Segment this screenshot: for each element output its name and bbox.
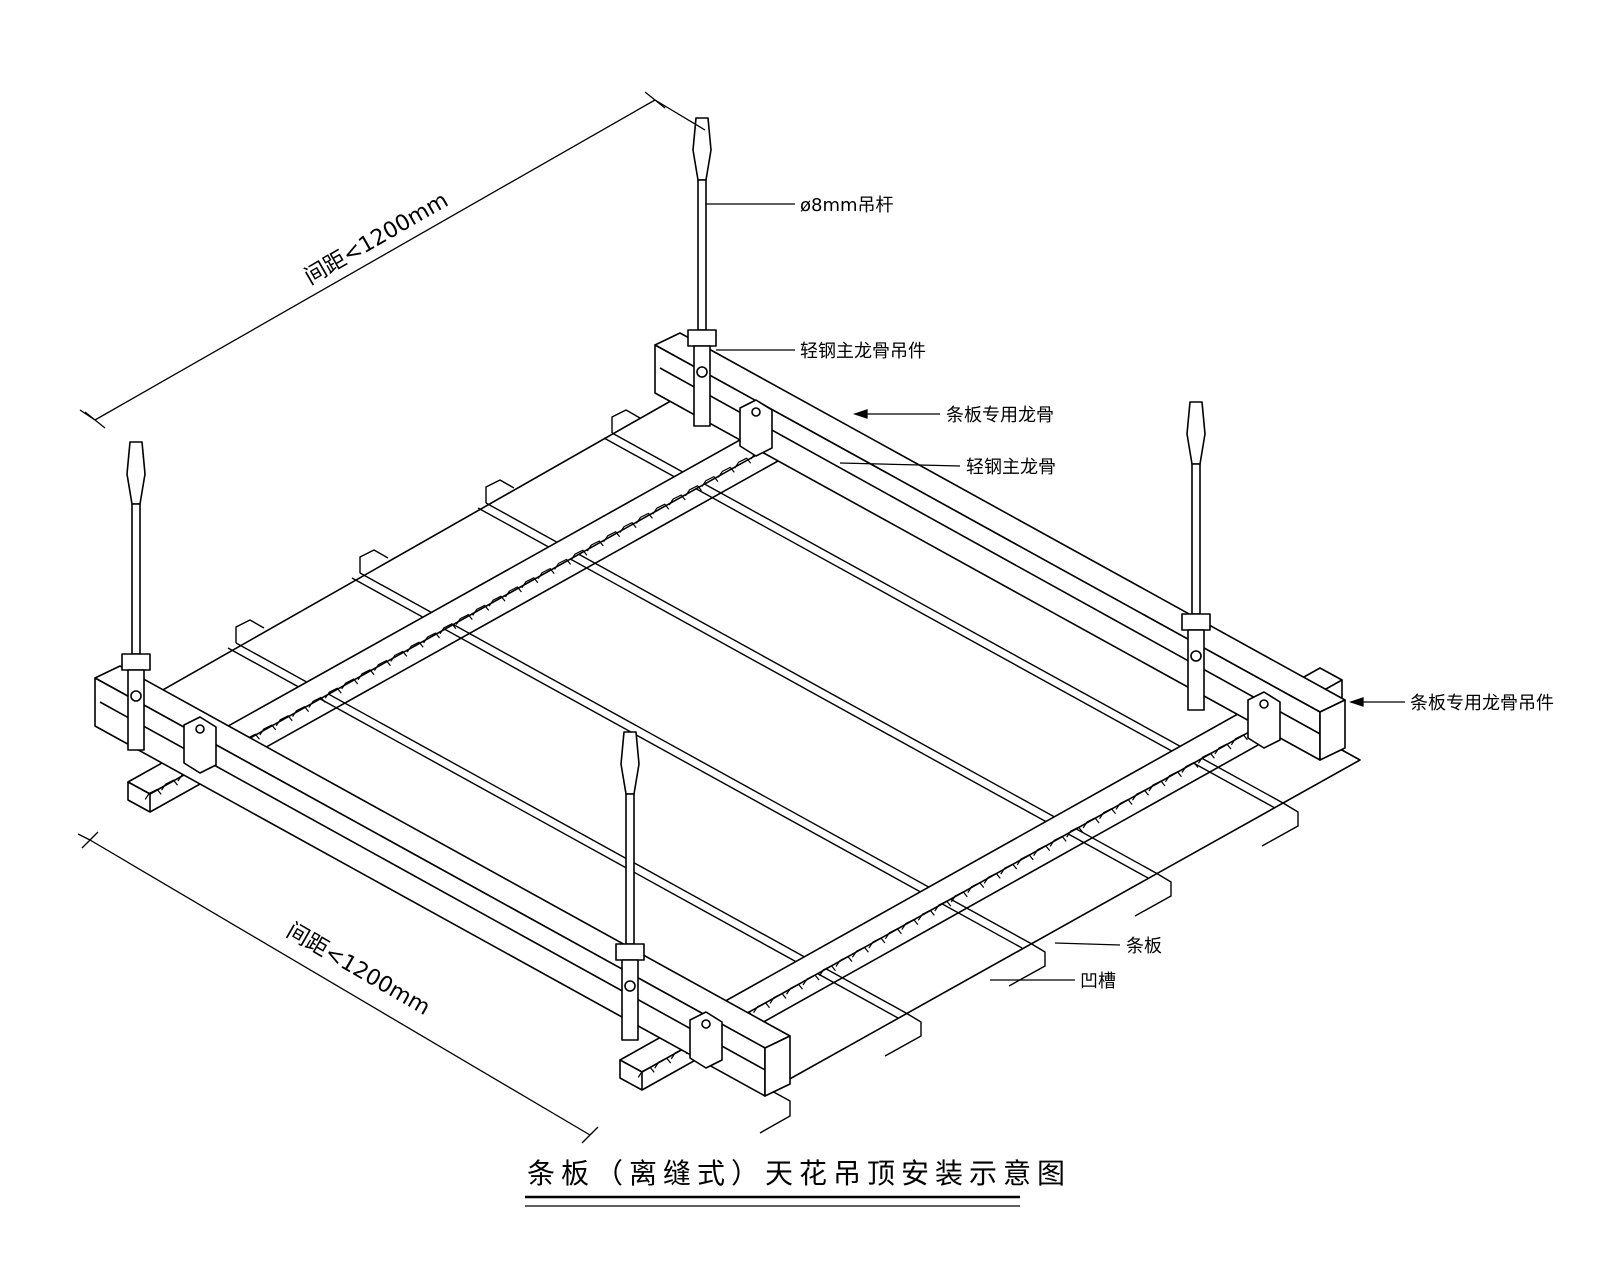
dimension-bottom-label: 间距<1200mm <box>282 919 434 1021</box>
keel-slot <box>818 965 836 977</box>
keel-slot <box>701 476 719 487</box>
keel-slot <box>1033 845 1051 856</box>
keel-slot <box>308 696 326 708</box>
dimension-bottom <box>77 831 599 1144</box>
strip-keel-hanger-3 <box>1247 691 1281 749</box>
leader-lines <box>706 203 1405 981</box>
ceiling-drawing <box>94 117 1361 1134</box>
suspension-rod-front <box>615 731 645 1041</box>
keel-slot <box>292 705 310 717</box>
panel-grooves <box>227 432 1284 1019</box>
keel-slot <box>472 604 490 616</box>
keel-slot <box>1132 789 1149 801</box>
label-strip: 条板 <box>1126 936 1162 957</box>
keel-slot <box>554 558 572 570</box>
keel-slot <box>835 955 853 967</box>
label-strip-keel-hanger: 条板专用龙骨吊件 <box>1410 693 1554 714</box>
label-groove: 凹槽 <box>1080 971 1116 992</box>
keel-slot <box>1148 780 1166 792</box>
keel-slot <box>341 678 359 690</box>
keel-slot <box>488 595 506 607</box>
keel-slot <box>786 983 803 995</box>
label-rod: ø8mm吊杆 <box>800 195 894 216</box>
keel-slot <box>1197 752 1215 764</box>
keel-slot <box>1115 798 1133 810</box>
keel-slot <box>802 974 820 986</box>
keel-slot <box>439 623 457 635</box>
keel-slot <box>753 1002 771 1014</box>
keel-slot <box>324 687 342 699</box>
panel-end-folds-back <box>235 409 641 643</box>
keel-slot <box>637 1066 655 1078</box>
strip-panel-field <box>109 389 1361 1091</box>
keel-slot <box>390 650 408 662</box>
strip-keel-hanger-2 <box>183 716 217 774</box>
keel-slot <box>423 632 441 644</box>
keel-slot <box>734 457 752 469</box>
keel-slot <box>259 724 277 736</box>
keel-slot <box>144 788 162 800</box>
keel-slot <box>652 503 670 515</box>
keel-slot <box>1016 854 1034 866</box>
label-main-keel: 轻钢主龙骨 <box>966 457 1056 478</box>
keel-slot <box>635 512 653 524</box>
keel-slot <box>1214 743 1232 755</box>
label-main-keel-hanger: 轻钢主龙骨吊件 <box>800 341 926 362</box>
keel-slot <box>455 613 473 625</box>
keel-slot <box>717 466 735 478</box>
title-underline <box>525 1195 1020 1207</box>
keel-slot <box>950 891 968 903</box>
keel-slot <box>884 928 902 940</box>
keel-slot <box>967 882 985 893</box>
keel-slot <box>1164 771 1182 783</box>
keel-slot <box>1049 835 1067 847</box>
keel-slot <box>868 937 886 949</box>
panel-end-folds <box>759 802 1299 1134</box>
keel-slot <box>901 918 919 930</box>
suspension-rod-right <box>1181 401 1211 711</box>
keel-slot <box>373 659 391 671</box>
main-keel-back <box>654 332 1346 761</box>
keel-slot <box>586 540 604 552</box>
keel-slot <box>769 992 787 1004</box>
suspension-rod-back <box>687 117 717 427</box>
keel-slot <box>521 577 539 589</box>
keel-slot <box>1082 817 1100 829</box>
keel-slot <box>1230 734 1248 746</box>
keel-slot <box>1099 808 1117 820</box>
keel-slot <box>570 549 588 561</box>
keel-slot <box>1000 863 1018 875</box>
keel-slot <box>357 669 375 681</box>
keel-slot <box>275 715 293 727</box>
suspension-rod-left <box>121 441 151 751</box>
keel-slot <box>537 567 555 579</box>
keel-slot <box>654 1057 672 1069</box>
strip-keel-hanger-4 <box>689 1011 723 1069</box>
keel-slot <box>934 900 952 912</box>
keel-slot <box>619 521 637 533</box>
keel-slot <box>851 946 869 958</box>
keel-slot <box>603 531 621 543</box>
keel-slot <box>668 494 686 506</box>
dimension-top-label: 间距<1200mm <box>301 188 453 290</box>
label-strip-keel: 条板专用龙骨 <box>946 405 1054 426</box>
diagram-title: 条板（离缝式）天花吊顶安装示意图 <box>527 1157 1071 1190</box>
keel-slot <box>1181 761 1199 773</box>
keel-slot <box>161 779 179 791</box>
keel-slot <box>406 641 424 653</box>
keel-slot <box>504 586 522 598</box>
keel-slot <box>685 485 703 497</box>
keel-slot <box>983 872 1001 884</box>
strip-keel-hanger-1 <box>739 399 773 457</box>
dimension-top <box>79 91 706 429</box>
keel-slot <box>1066 826 1084 838</box>
keel-slot <box>917 909 935 921</box>
